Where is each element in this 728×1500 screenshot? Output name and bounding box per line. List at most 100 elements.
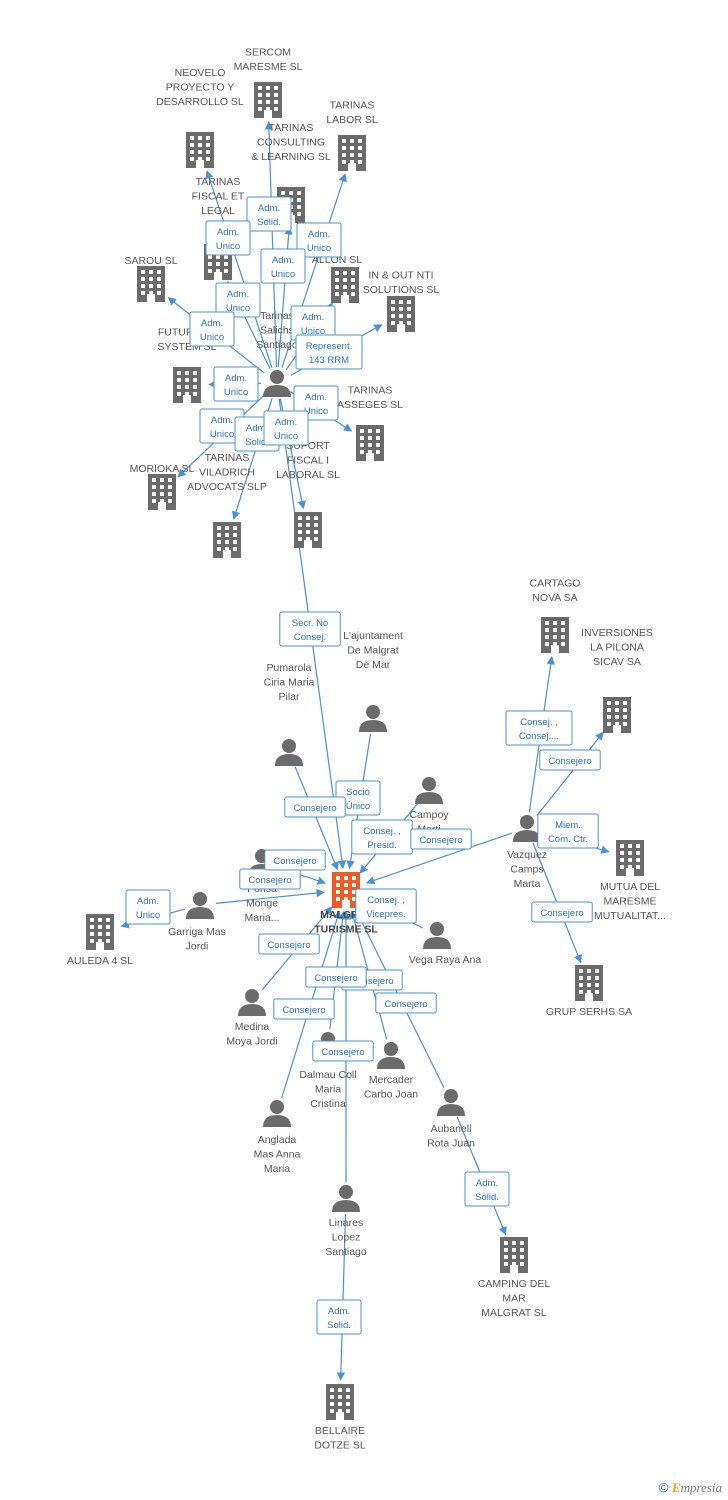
footer-brand[interactable]: © Empresia — [659, 1480, 722, 1496]
person-icon — [415, 777, 443, 804]
edge-label-tarinas-tfiscal[interactable]: Adm.Unico — [215, 282, 261, 318]
building-icon — [326, 1384, 354, 1420]
node-label: Jordi — [186, 941, 209, 953]
node-label: Pumarola — [267, 662, 312, 674]
node-vega[interactable]: Vega Raya Ana — [409, 922, 482, 966]
person-icon — [263, 370, 291, 397]
building-icon — [186, 132, 214, 168]
node-label: FISCAL I — [287, 455, 329, 467]
edge-garriga-center — [215, 888, 325, 904]
node-serhs[interactable]: GRUP SERHS SA — [546, 965, 632, 1018]
node-sarou[interactable]: SAROU SL — [124, 255, 178, 302]
edge-label-tarinas-neovelo[interactable]: Adm.Unico — [205, 220, 251, 256]
node-label: SOLUTIONS SL — [363, 284, 440, 296]
edge-label-medina-center[interactable]: Consejero — [258, 933, 320, 955]
building-icon — [294, 512, 322, 548]
node-label: DESARROLLO SL — [156, 96, 244, 108]
edge-label-tarinas-suport[interactable]: Adm.Unico — [263, 410, 309, 446]
edge-label-text: Unico — [200, 332, 224, 343]
edge-label-vazquez-cartago[interactable]: Consej. , Consej.... — [505, 710, 573, 746]
node-label: Camps — [510, 864, 543, 876]
edge-label-anglada-center[interactable]: Consejero — [273, 998, 335, 1020]
edge-label-tarinas-futur[interactable]: Adm.Unico — [213, 366, 259, 402]
edge-label-aubanell-camping[interactable]: Adm.Solid. — [464, 1171, 510, 1207]
edge-label-text: Adm. — [217, 227, 239, 238]
edge-label-tarinas-tlabor[interactable]: Adm.Unico — [296, 222, 342, 258]
building-icon — [254, 82, 282, 118]
building-icon — [616, 840, 644, 876]
edge-label-vega-center[interactable]: Consej. ,Vicepres. — [355, 888, 417, 924]
edge-label-tarinas-tconsult[interactable]: Adm.Unico — [260, 248, 306, 284]
edge-label-ponsa-center[interactable]: Consejero — [264, 849, 326, 871]
node-label: Ciria Maria — [264, 677, 315, 689]
copyright-symbol: © — [658, 1480, 669, 1495]
edge-label-tarinas-inout[interactable]: Represent.143 RRM — [295, 334, 363, 370]
node-label: BELLAIRE — [315, 1425, 365, 1437]
building-icon — [137, 266, 165, 302]
edge-label-text: Consejero — [540, 908, 583, 919]
building-icon — [213, 522, 241, 558]
node-mutua[interactable]: MUTUA DELMARESMEMUTUALITAT... — [594, 840, 666, 922]
node-label: LA PILONA — [590, 642, 644, 654]
node-label: SICAV SA — [593, 656, 641, 668]
edge-label-tarinas-fallon[interactable]: Adm.Unico — [290, 305, 336, 341]
edge-label-tarinas-sarou[interactable]: Adm. Unico — [189, 311, 235, 347]
edge-label-text: Consej. , — [520, 717, 558, 728]
edge-label-text: Adm. — [227, 289, 249, 300]
node-label: L'ajuntament — [343, 630, 403, 642]
edge-label-dalmau-center[interactable]: Consejero — [312, 1040, 374, 1062]
edge-label-text: Com. Ctr. — [548, 834, 588, 845]
edge-label-text: Consej.... — [519, 731, 559, 742]
node-label: AULEDA 4 SL — [67, 955, 133, 967]
edge-label-garriga-auleda[interactable]: Adm.Unico — [125, 889, 171, 925]
edge-label-mercader-center[interactable]: Consejero — [375, 992, 437, 1014]
edge-label-campoy-center[interactable]: Consej. ,Presid. — [351, 819, 413, 855]
edge-label-pumarola-center[interactable]: Consejero — [284, 796, 346, 818]
edge-label-garriga-center[interactable]: Consejero — [239, 868, 301, 890]
edge-label-text: Consejero — [419, 835, 462, 846]
edge-label-text: Adm. — [201, 318, 223, 329]
node-label: SAROU SL — [124, 255, 177, 267]
node-auleda[interactable]: AULEDA 4 SL — [67, 914, 133, 967]
edge-label-text: Consejero — [321, 1047, 364, 1058]
edge-label-tarinas-sercom[interactable]: Adm.Solid. — [246, 196, 292, 232]
edge-label-vazquez-serhs[interactable]: Consejero — [531, 901, 593, 923]
edge-label-linares-center[interactable]: Consejero — [305, 966, 367, 988]
person-icon — [275, 739, 303, 766]
edge-label-linares-bellaire[interactable]: Adm.Solid. — [316, 1299, 362, 1335]
edge-label-vazquez-mutua[interactable]: Miem.Com. Ctr. — [537, 813, 599, 849]
edge-label-text: Adm. — [246, 423, 268, 434]
node-label: Cristina — [310, 1098, 346, 1110]
edge-label-vazquez-pilona[interactable]: Consejero — [539, 749, 601, 771]
node-label: Maria... — [244, 912, 279, 924]
edge-label-vazquez-center[interactable]: Consejero — [410, 828, 472, 850]
edge-label-text: Unico — [224, 387, 248, 398]
node-morioka[interactable]: MORIOKA SL — [130, 463, 195, 510]
node-label: Garriga Mas — [168, 926, 226, 938]
